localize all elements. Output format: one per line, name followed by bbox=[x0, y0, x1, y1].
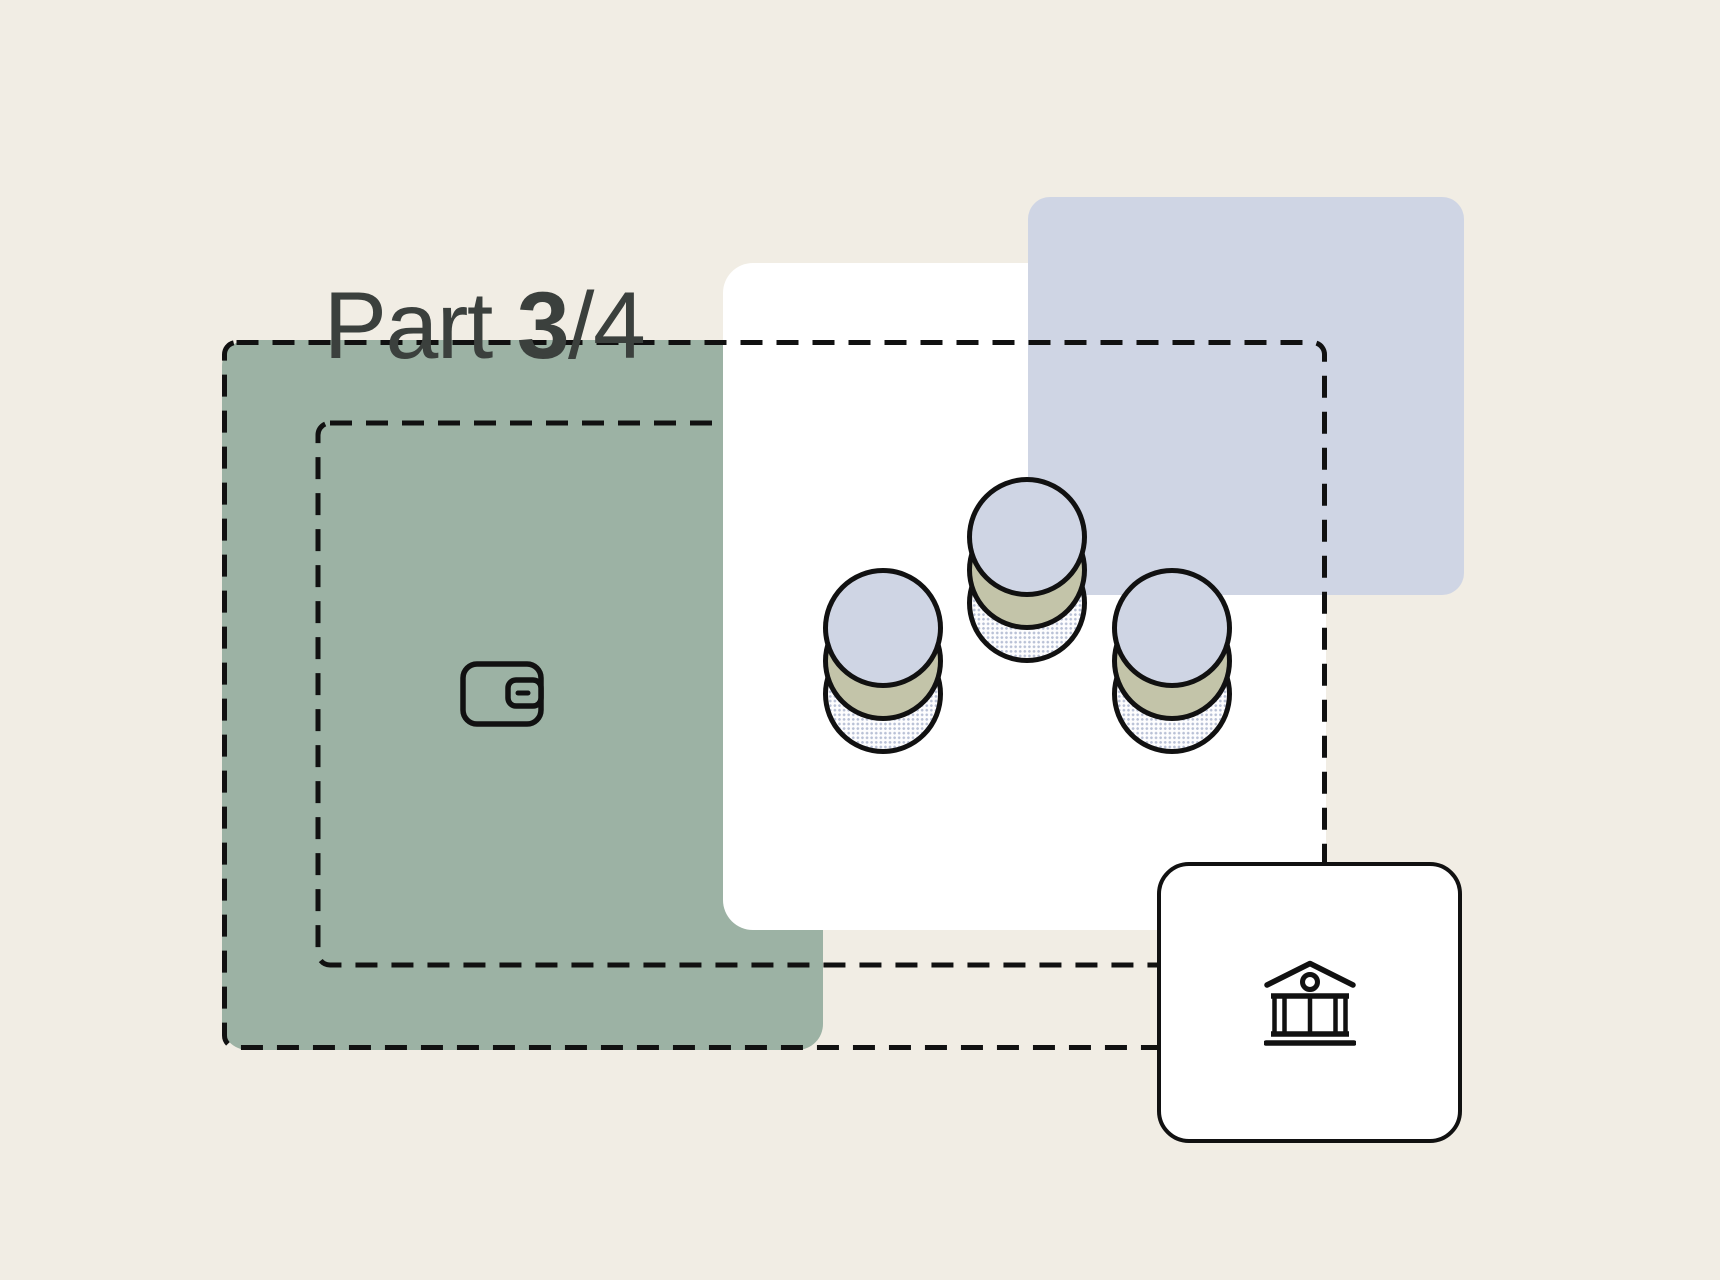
coin-top bbox=[823, 568, 943, 688]
coin-stack-middle bbox=[967, 477, 1087, 664]
bank-card bbox=[1157, 862, 1462, 1143]
coin-top bbox=[1112, 568, 1232, 688]
coin-top bbox=[967, 477, 1087, 597]
title-step-current: 3 bbox=[516, 273, 570, 379]
wallet-icon bbox=[460, 661, 544, 727]
lavender-panel bbox=[1028, 197, 1464, 595]
coin-stack-left bbox=[823, 568, 943, 755]
title-step-total: 4 bbox=[592, 273, 646, 379]
page-title: Part 3/4 bbox=[224, 184, 646, 469]
coin-stack-right bbox=[1112, 568, 1232, 755]
bank-icon bbox=[1263, 960, 1356, 1046]
title-divider: / bbox=[568, 273, 594, 379]
title-prefix: Part bbox=[323, 273, 517, 379]
